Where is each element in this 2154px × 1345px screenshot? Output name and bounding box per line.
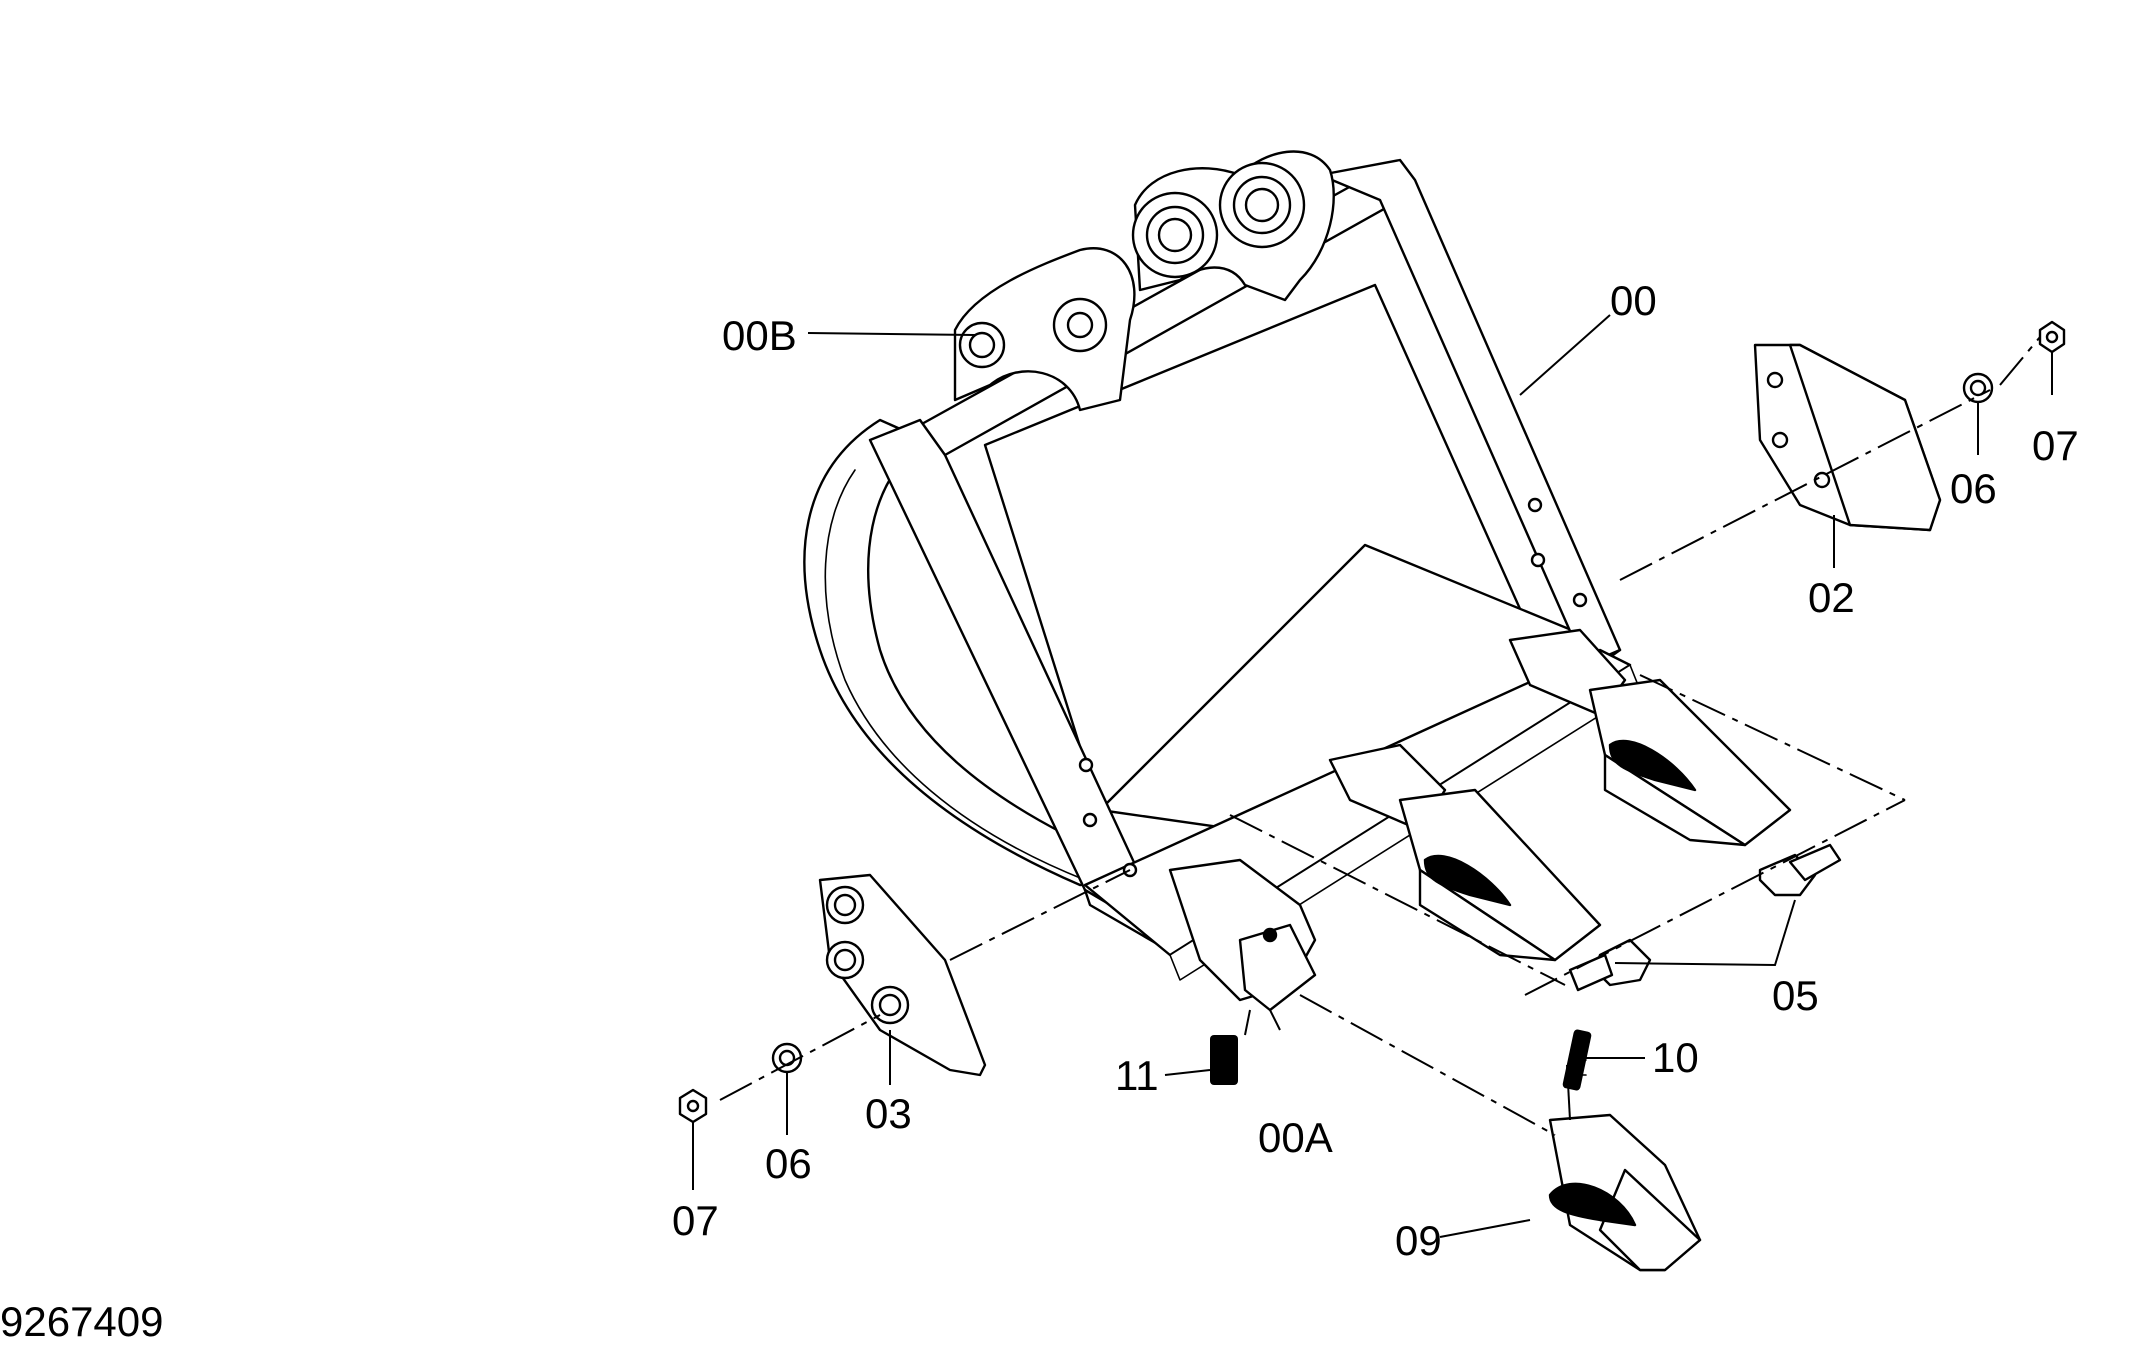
side-cutter-left <box>818 873 987 1077</box>
callout-02: 02 <box>1808 574 1855 621</box>
callout-06-left: 06 <box>765 1140 812 1187</box>
bucket-body <box>803 150 1641 981</box>
leader-lines <box>692 314 2053 1238</box>
lock-pin-11 <box>1210 1035 1238 1085</box>
tooth-point-middle <box>1328 743 1602 962</box>
callout-07-right: 07 <box>2032 422 2079 469</box>
callout-10: 10 <box>1652 1034 1699 1081</box>
tooth-point-exploded <box>1548 1113 1702 1272</box>
callout-00A: 00A <box>1258 1114 1333 1161</box>
bolt-upper <box>1758 843 1842 897</box>
callout-00B: 00B <box>722 312 797 359</box>
nut-left <box>678 1088 708 1124</box>
centerlines <box>719 336 2041 1136</box>
callout-06-right: 06 <box>1950 465 1997 512</box>
washer-right <box>1962 372 1994 404</box>
callout-11: 11 <box>1115 1052 1159 1099</box>
callout-00: 00 <box>1610 277 1657 324</box>
drawing-number: 9267409 <box>0 1298 164 1345</box>
lock-pin-10 <box>1562 1029 1592 1091</box>
callout-09: 09 <box>1395 1217 1442 1264</box>
tooth-adapter-left <box>1168 858 1317 1012</box>
callout-07-left: 07 <box>672 1197 719 1244</box>
side-cutter-right <box>1753 343 1942 532</box>
washer-left <box>771 1042 803 1074</box>
tooth-point-right <box>1508 628 1792 847</box>
nut-right <box>2038 320 2066 354</box>
callout-03: 03 <box>865 1090 912 1137</box>
callout-05: 05 <box>1772 972 1819 1019</box>
callout-labels: 00B 00 02 06 07 05 10 11 00A 03 06 07 09 <box>672 277 2079 1264</box>
